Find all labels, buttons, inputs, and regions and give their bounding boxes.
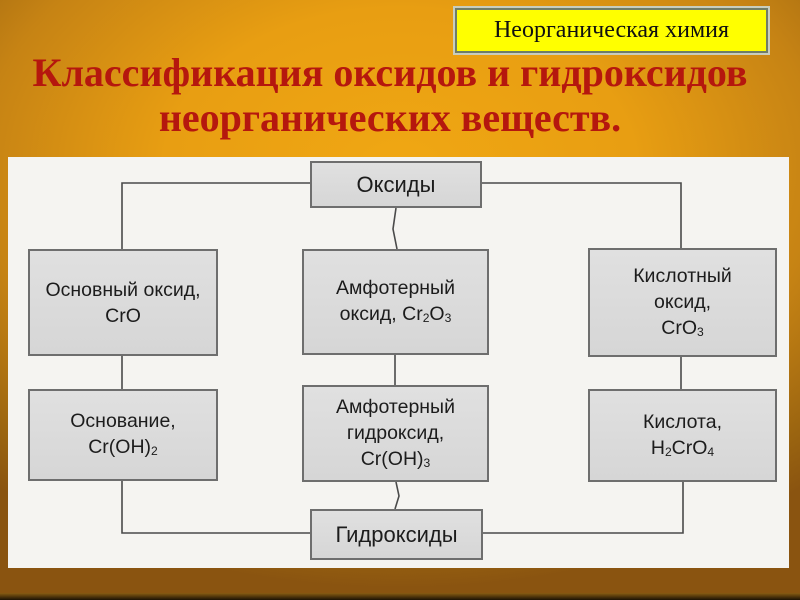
node-base: Основание,Cr(OH)2 xyxy=(28,389,218,481)
edge-acid-hydroxides xyxy=(483,482,684,534)
edge-oxides-basic-oxide xyxy=(121,182,310,249)
page-title-line2: неорганических веществ. xyxy=(158,95,622,140)
edge-base-hydroxides xyxy=(121,481,310,534)
edge-oxides-acidic-oxide xyxy=(482,182,682,248)
node-oxides: Оксиды xyxy=(310,161,482,208)
node-basic-oxide: Основный оксид,CrO xyxy=(28,249,218,356)
page-title: Классификация оксидов и гидроксидов неор… xyxy=(0,50,780,140)
slide-bottom-edge xyxy=(0,593,800,600)
node-hydroxides: Гидроксиды xyxy=(310,509,483,560)
subject-badge: Неорганическая химия xyxy=(455,8,768,53)
subject-badge-label: Неорганическая химия xyxy=(493,17,730,43)
page-title-line1: Классификация оксидов и гидроксидов xyxy=(32,50,748,95)
connector-lines xyxy=(121,182,684,534)
edge-amphoteric-hydroxide-hydroxides xyxy=(394,481,400,510)
node-acid: Кислота,H2CrO4 xyxy=(588,389,777,482)
edge-oxides-amphoteric-oxide xyxy=(392,207,398,250)
